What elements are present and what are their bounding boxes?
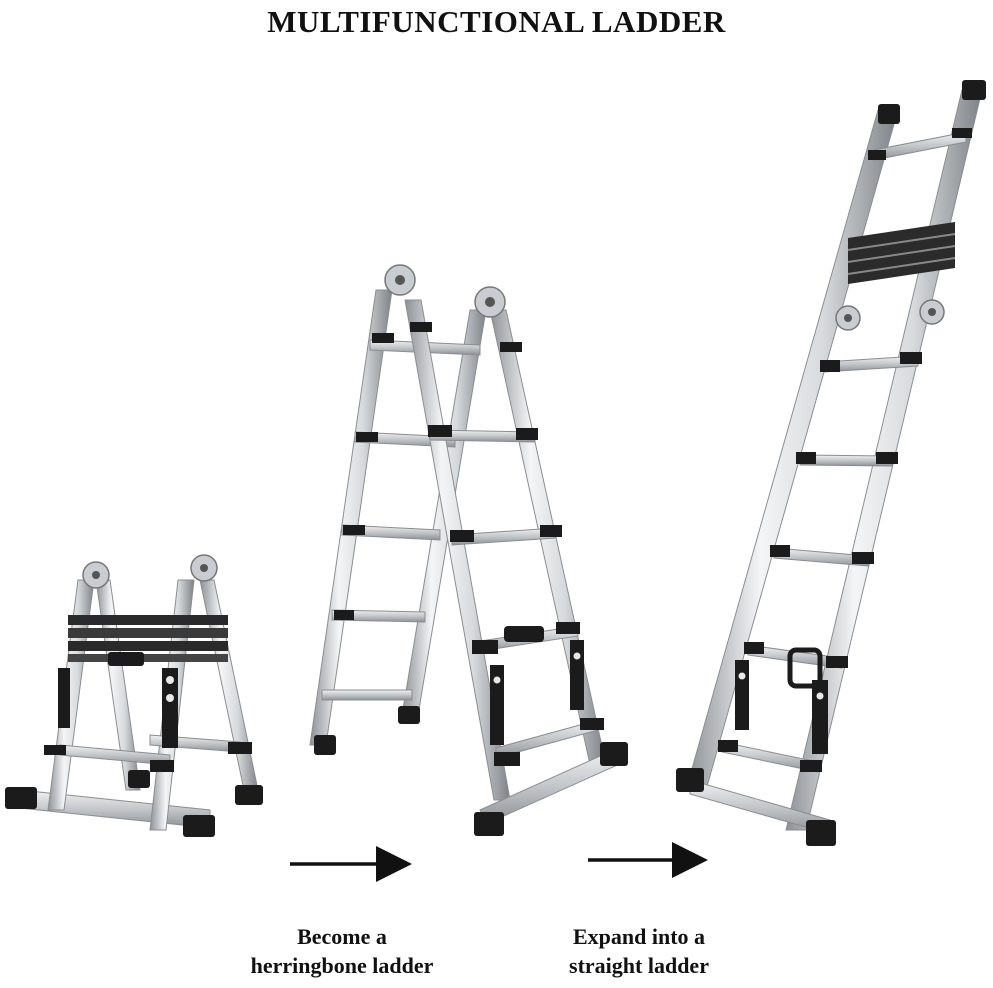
caption-herringbone: Become a herringbone ladder	[226, 922, 458, 980]
straight-ladder-image	[676, 80, 986, 846]
caption-line: herringbone ladder	[250, 953, 434, 978]
caption-line: Become a	[297, 924, 387, 949]
caption-line: Expand into a	[572, 924, 706, 949]
herringbone-ladder-image	[309, 264, 628, 836]
compact-ladder-image	[5, 554, 263, 837]
arrow-right-icon	[290, 846, 412, 882]
page-title: MULTIFUNCTIONAL LADDER	[267, 4, 726, 39]
arrow-right-icon	[588, 842, 708, 878]
caption-straight: Expand into a straight ladder	[523, 922, 755, 980]
caption-line: straight ladder	[569, 953, 709, 978]
